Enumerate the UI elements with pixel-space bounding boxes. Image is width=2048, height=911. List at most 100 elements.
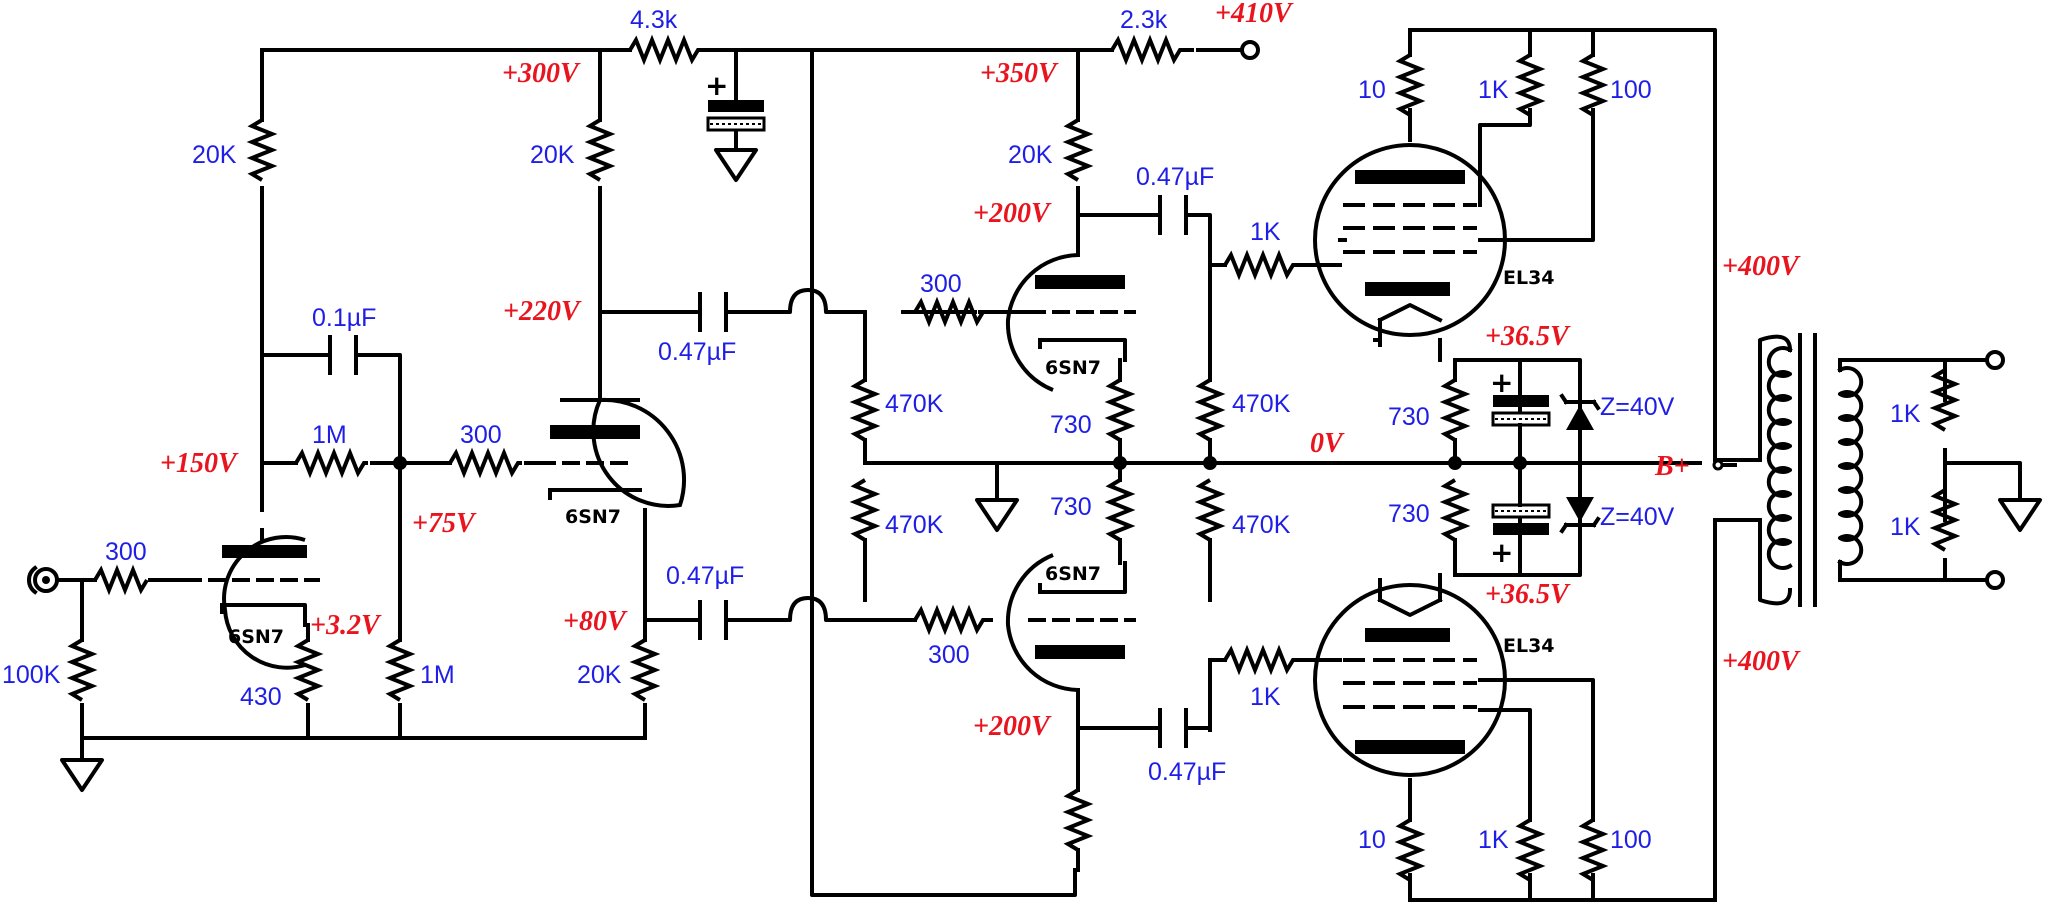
label-1k-out-a: 1K <box>1890 400 1921 428</box>
label-4-3k: 4.3k <box>630 6 678 34</box>
label-470k-a: 470K <box>885 390 944 418</box>
capacitor-electrolytic-supply: + <box>705 69 766 132</box>
capacitor-0-47uf-d <box>1158 708 1188 748</box>
capacitor-0-47uf-c <box>1158 195 1188 235</box>
resistor-10-bot <box>1394 818 1426 882</box>
capacitor-0-47uf-a <box>698 292 728 332</box>
label-300-b: 300 <box>105 538 147 566</box>
resistor-1k-bot <box>1514 818 1546 882</box>
tube-6sn7-pi-bot <box>1005 553 1136 692</box>
label-1k-top: 1K <box>1478 76 1509 104</box>
tube-label-6sn7-pi-top: 6SN7 <box>1045 357 1101 379</box>
tube-6sn7-stage1 <box>178 528 320 670</box>
label-100k: 100K <box>2 661 61 689</box>
voltage-300: +300V <box>502 58 581 89</box>
voltage-3-2: +3.2V <box>310 610 382 641</box>
tube-labels: 6SN7 6SN7 6SN7 6SN7 EL34 EL34 <box>228 267 1555 657</box>
resistor-100-bot <box>1577 818 1609 882</box>
voltage-75: +75V <box>412 508 477 539</box>
capacitor-0-47uf-b <box>698 600 728 640</box>
resistor-2-3k <box>1110 34 1194 66</box>
label-1k-bot: 1K <box>1478 826 1509 854</box>
label-300-d: 300 <box>928 641 970 669</box>
capacitor-electrolytic-cathode-top: + <box>1490 366 1551 427</box>
label-1m-b: 1M <box>420 661 455 689</box>
label-10-bot: 10 <box>1358 826 1386 854</box>
resistor-10-top <box>1394 53 1426 117</box>
resistor-1k-out-a <box>1929 368 1961 432</box>
label-470k-b: 470K <box>885 511 944 539</box>
resistor-1k-top <box>1514 53 1546 117</box>
voltage-80: +80V <box>563 606 628 637</box>
resistor-20k-a <box>246 118 278 182</box>
wires <box>50 28 2022 902</box>
label-0-47uf-d: 0.47µF <box>1148 758 1226 786</box>
svg-text:+: + <box>1490 536 1513 569</box>
tube-el34-top <box>1313 143 1507 362</box>
voltage-0: 0V <box>1310 428 1345 459</box>
svg-text:+: + <box>1490 366 1513 399</box>
voltage-410: +410V <box>1215 0 1294 29</box>
resistor-470k-b <box>849 478 881 542</box>
resistor-1m-b <box>384 638 416 702</box>
svg-text:+: + <box>705 69 728 102</box>
label-300-a: 300 <box>460 421 502 449</box>
resistor-1m-a <box>294 447 368 479</box>
label-20k-b: 20K <box>530 141 575 169</box>
voltage-labels: +410V +300V +350V +200V +200V +220V +150… <box>160 0 1801 742</box>
resistor-470k-c <box>1194 378 1226 442</box>
resistor-300-d <box>913 604 993 636</box>
resistor-730-c <box>1439 378 1471 442</box>
label-0-47uf-b: 0.47µF <box>666 562 744 590</box>
voltage-bplus: B+ <box>1654 451 1690 482</box>
voltage-200-bot: +200V <box>973 711 1052 742</box>
label-1k-a: 1K <box>1250 218 1281 246</box>
resistor-1k-out-b <box>1929 488 1961 552</box>
capacitors: + + + <box>328 69 1551 748</box>
label-470k-c: 470K <box>1232 390 1291 418</box>
resistor-300-c <box>913 296 993 328</box>
resistor-730-d <box>1439 478 1471 542</box>
resistor-300-b <box>93 564 149 596</box>
resistor-20k-d <box>629 638 661 702</box>
resistor-20k-b <box>584 118 616 182</box>
tube-6sn7-pi-top <box>1005 253 1136 392</box>
label-1k-out-b: 1K <box>1890 513 1921 541</box>
label-10-top: 10 <box>1358 76 1386 104</box>
resistor-470k-d <box>1194 478 1226 542</box>
label-zener-bot: Z=40V <box>1600 503 1675 531</box>
resistors <box>66 34 1961 882</box>
tube-label-6sn7-stage1: 6SN7 <box>228 626 284 648</box>
tube-label-el34-top: EL34 <box>1503 267 1555 289</box>
resistor-300-a <box>448 447 522 479</box>
zener-diodes <box>1559 393 1601 534</box>
resistor-pi-tail <box>1062 788 1094 852</box>
resistor-1k-a <box>1223 249 1300 281</box>
voltage-36-5-top: +36.5V <box>1485 321 1571 352</box>
voltage-36-5-bot: +36.5V <box>1485 579 1571 610</box>
label-430: 430 <box>240 683 282 711</box>
terminals <box>27 40 2005 595</box>
resistor-470k-a <box>849 378 881 442</box>
voltage-220: +220V <box>503 296 582 327</box>
label-0-47uf-c: 0.47µF <box>1136 163 1214 191</box>
voltage-150: +150V <box>160 448 239 479</box>
label-300-c: 300 <box>920 270 962 298</box>
label-100-bot: 100 <box>1610 826 1652 854</box>
capacitor-0-1uf <box>328 335 358 375</box>
label-470k-d: 470K <box>1232 511 1291 539</box>
resistor-430 <box>292 638 324 702</box>
voltage-350: +350V <box>980 58 1059 89</box>
voltage-200-top: +200V <box>973 198 1052 229</box>
tube-label-6sn7-stage2: 6SN7 <box>565 506 621 528</box>
label-730-b: 730 <box>1050 493 1092 521</box>
output-transformer <box>1766 333 1864 607</box>
voltage-400-bot: +400V <box>1722 646 1801 677</box>
label-100-top: 100 <box>1610 76 1652 104</box>
label-730-c: 730 <box>1388 403 1430 431</box>
label-2-3k: 2.3k <box>1120 6 1168 34</box>
resistor-730-a <box>1104 378 1136 442</box>
tube-label-6sn7-pi-bot: 6SN7 <box>1045 563 1101 585</box>
